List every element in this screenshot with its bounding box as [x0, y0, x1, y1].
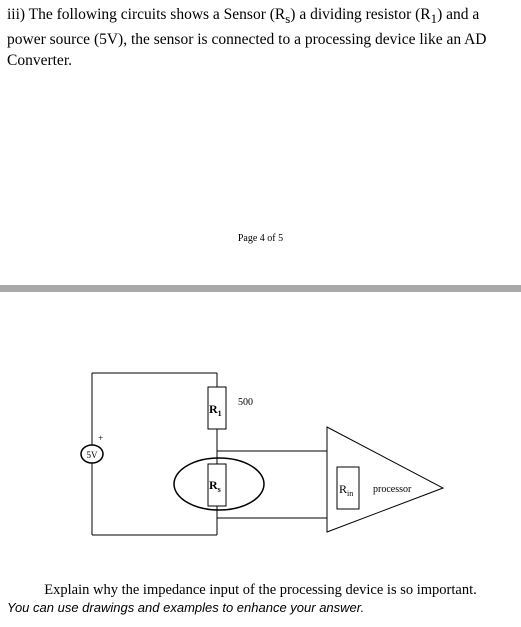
rin-resistor [336, 466, 360, 510]
rs-resistor [207, 463, 227, 507]
rin-label: Rin [339, 482, 353, 498]
processor-symbol [326, 426, 445, 533]
prompt-hint: You can use drawings and examples to enh… [7, 600, 365, 615]
prompt: Explain why the impedance input of the p… [0, 581, 521, 617]
prompt-main: Explain why the impedance input of the p… [44, 582, 477, 598]
page-break-divider [0, 285, 521, 292]
r1-value: 500 [238, 397, 253, 408]
rs-label: Rs [209, 478, 221, 494]
r1-label: R1 [209, 402, 222, 418]
r1-resistor [207, 386, 227, 430]
question-text: iii) The following circuits shows a Sens… [7, 4, 513, 71]
sensor-enclosure [173, 457, 265, 511]
question-tail: ) and a power source (5V), the sensor is… [7, 6, 487, 70]
question-sub-1: 1 [430, 11, 438, 27]
voltage-source [80, 444, 104, 464]
question-sub-s: s [285, 11, 291, 27]
source-label: 5V [87, 450, 99, 460]
source-polarity: + [98, 433, 103, 443]
question-lead: iii) The following circuits shows a Sens… [7, 6, 286, 23]
processor-label: processor [373, 484, 412, 495]
circuit-diagram: R1 500 Rs 5V + Rin processor [80, 372, 445, 536]
page-footer: Page 4 of 5 [237, 233, 284, 244]
question-mid: ) a dividing resistor (R [290, 6, 431, 23]
